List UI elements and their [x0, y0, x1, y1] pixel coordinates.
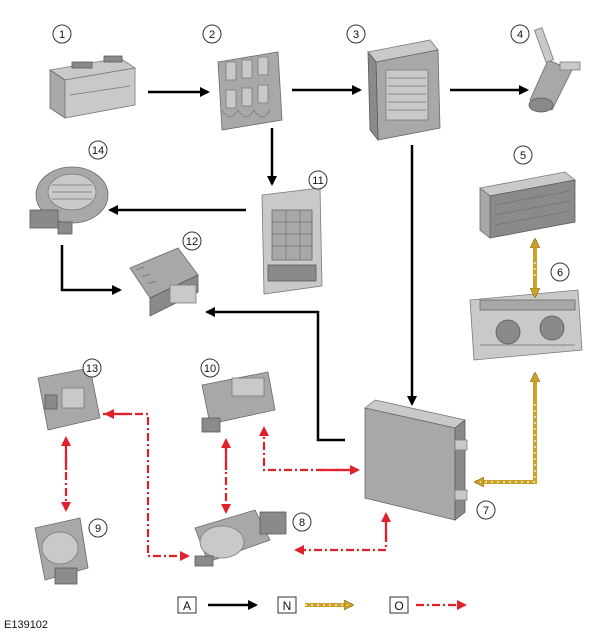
callout-7: 7	[476, 500, 496, 520]
lin-link-6-7-dots	[480, 380, 536, 483]
svg-text:O: O	[394, 599, 403, 613]
climate-control-panel-component	[469, 289, 583, 361]
legend-item-n: N	[277, 596, 352, 614]
actuator-9-component	[34, 517, 89, 585]
legend-item-a: A	[177, 596, 258, 614]
callout-6: 6	[550, 262, 570, 282]
legend: A N O	[177, 596, 467, 614]
svg-text:13: 13	[86, 363, 98, 375]
svg-text:2: 2	[209, 29, 215, 41]
power-link-14-12	[60, 245, 122, 295]
battery-component	[48, 55, 137, 119]
svg-text:10: 10	[204, 363, 216, 375]
callout-8: 8	[292, 512, 312, 532]
blower-resistor-component	[129, 247, 199, 317]
svg-text:N: N	[283, 599, 292, 613]
actuator-8-component	[194, 509, 287, 567]
blower-motor-component	[29, 166, 109, 235]
svg-text:1: 1	[59, 29, 65, 41]
callout-1: 1	[52, 24, 72, 44]
signal-link-7-10	[259, 426, 356, 472]
coolant-pump-component	[528, 27, 581, 113]
relay-module-component	[261, 187, 323, 295]
fuse-box-component	[217, 51, 283, 131]
callout-13: 13	[82, 358, 102, 378]
svg-text:A: A	[183, 599, 191, 613]
svg-text:12: 12	[186, 236, 198, 248]
actuator-10-component	[201, 371, 276, 433]
display-module-component	[479, 171, 576, 239]
junction-box-component	[367, 39, 441, 142]
callout-4: 4	[510, 24, 530, 44]
svg-text:7: 7	[483, 505, 489, 517]
callout-14: 14	[88, 140, 108, 160]
figure-id: E139102	[4, 619, 48, 631]
callout-5: 5	[513, 145, 533, 165]
svg-text:11: 11	[312, 175, 323, 187]
svg-text:4: 4	[517, 29, 523, 41]
svg-text:9: 9	[95, 523, 101, 535]
svg-text:14: 14	[92, 145, 104, 157]
hvac-module-component	[364, 399, 468, 521]
callout-12: 12	[182, 231, 202, 251]
signal-link-13-8	[103, 412, 190, 561]
callout-10: 10	[200, 358, 220, 378]
power-link-7-12	[205, 307, 345, 442]
svg-text:6: 6	[557, 267, 563, 279]
svg-text:8: 8	[299, 517, 305, 529]
lin-link-6-7	[476, 380, 537, 482]
actuator-13-component	[37, 367, 101, 431]
callout-9: 9	[88, 518, 108, 538]
callout-2: 2	[202, 24, 222, 44]
signal-link-7-8	[294, 518, 388, 555]
svg-text:3: 3	[353, 29, 359, 41]
svg-text:5: 5	[520, 150, 526, 162]
callout-3: 3	[346, 24, 366, 44]
callout-11: 11	[308, 170, 328, 190]
legend-item-o: O	[389, 596, 467, 614]
